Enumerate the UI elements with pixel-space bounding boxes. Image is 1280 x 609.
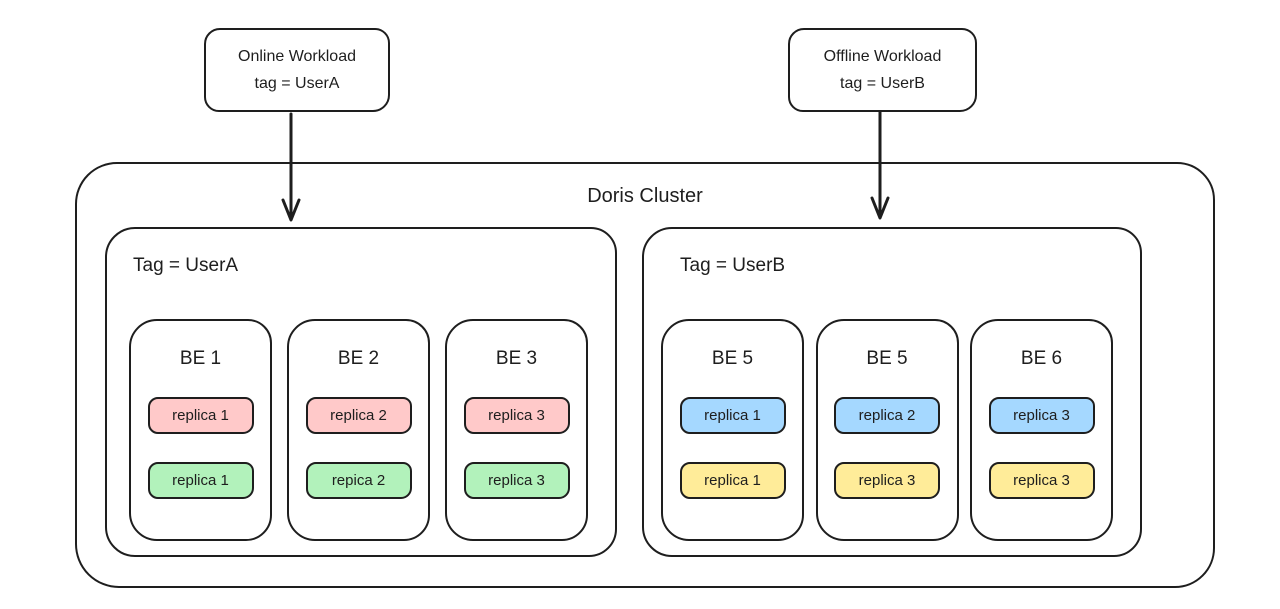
doris-cluster-box: Doris Cluster Tag = UserA BE 1 replica 1… — [75, 162, 1215, 588]
be-node-1-title: BE 1 — [179, 348, 222, 369]
replica-chip: replica 3 — [988, 462, 1095, 499]
offline-workload-box: Offline Workload tag = UserB — [788, 28, 977, 112]
replica-chip: replica 1 — [679, 462, 786, 499]
be-node-6-title: BE 6 — [1020, 348, 1063, 369]
be-node-3: BE 3 replica 3 replica 3 — [445, 319, 588, 541]
be-node-5b: BE 5 replica 2 replica 3 — [815, 319, 959, 541]
offline-workload-title: Offline Workload — [823, 47, 942, 65]
online-workload-tag: tag = UserA — [254, 74, 340, 92]
tag-group-userb-label: Tag = UserB — [680, 255, 786, 276]
replica-chip: repica 2 — [305, 462, 412, 499]
replica-chip: replica 1 — [147, 462, 254, 499]
be-node-2-title: BE 2 — [337, 348, 380, 369]
replica-chip: replica 1 — [679, 397, 786, 434]
replica-chip: replica 3 — [834, 462, 940, 499]
be-node-1: BE 1 replica 1 replica 1 — [129, 319, 272, 541]
online-workload-box: Online Workload tag = UserA — [204, 28, 390, 112]
replica-chip: replica 3 — [988, 397, 1095, 434]
offline-workload-tag: tag = UserB — [840, 74, 925, 92]
tag-group-usera: Tag = UserA BE 1 replica 1 replica 1 BE … — [105, 227, 617, 557]
cluster-title: Doris Cluster — [587, 185, 703, 207]
be-node-5a: BE 5 replica 1 replica 1 — [661, 319, 804, 541]
replica-chip: replica 3 — [463, 462, 570, 499]
replica-chip: replica 2 — [305, 397, 412, 434]
usera-be-row: BE 1 replica 1 replica 1 BE 2 replica 2 … — [129, 319, 588, 541]
be-node-5b-title: BE 5 — [866, 348, 908, 369]
tag-group-userb: Tag = UserB BE 5 replica 1 replica 1 BE … — [642, 227, 1142, 557]
be-node-3-title: BE 3 — [495, 348, 538, 369]
tag-group-usera-label: Tag = UserA — [133, 255, 239, 276]
replica-chip: replica 3 — [463, 397, 570, 434]
online-workload-title: Online Workload — [238, 47, 356, 65]
replica-chip: replica 2 — [834, 397, 940, 434]
be-node-5a-title: BE 5 — [711, 348, 754, 369]
userb-be-row: BE 5 replica 1 replica 1 BE 5 replica 2 … — [661, 319, 1113, 541]
be-node-2: BE 2 replica 2 repica 2 — [287, 319, 430, 541]
be-node-6: BE 6 replica 3 replica 3 — [970, 319, 1113, 541]
replica-chip: replica 1 — [147, 397, 254, 434]
